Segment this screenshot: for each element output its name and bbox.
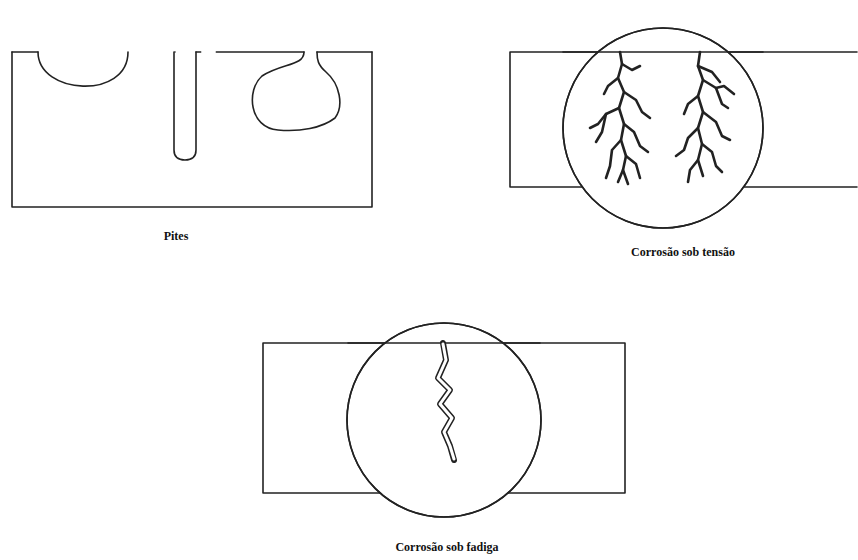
- figure-caption: Corrosão sob tensão: [631, 245, 735, 259]
- fatigue-corrosion-view: [263, 323, 625, 517]
- stress-corrosion-view: [510, 28, 857, 228]
- pitting-block: [12, 52, 372, 207]
- pit-undercut: [252, 52, 339, 131]
- pit-deep: [174, 52, 196, 160]
- figure-caption: Pites: [164, 229, 189, 243]
- branched-cracks: [590, 52, 734, 184]
- pit-shallow: [38, 52, 128, 86]
- fatigue-crack: [438, 343, 454, 460]
- figure-caption: Corrosão sob fadiga: [395, 540, 498, 554]
